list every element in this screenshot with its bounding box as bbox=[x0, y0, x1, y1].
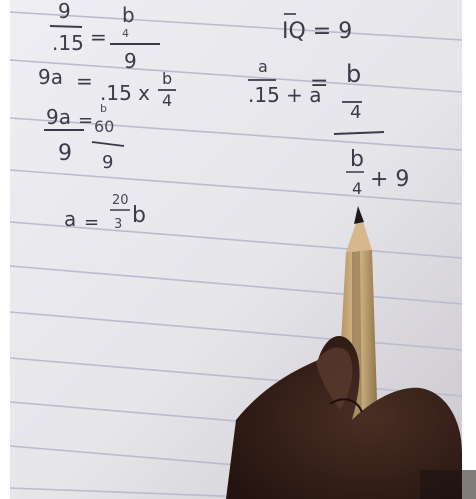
eq3-rnum-small: b bbox=[100, 102, 107, 115]
right-lnum: a bbox=[258, 57, 268, 76]
eq2-frac-den: 4 bbox=[162, 91, 172, 110]
eq3-right-bar bbox=[91, 141, 125, 147]
eq1-eq: = bbox=[90, 25, 107, 49]
right-rden-plus9: + 9 bbox=[370, 167, 409, 192]
thumb-highlight bbox=[316, 347, 353, 410]
eq1-rden-small: 4 bbox=[122, 27, 129, 40]
right-edge bbox=[462, 0, 476, 499]
right-rden-4: 4 bbox=[352, 179, 362, 198]
right-rnum-den: 4 bbox=[350, 102, 361, 123]
eq2-left: 9a bbox=[38, 65, 63, 89]
eq2-frac-num: b bbox=[162, 69, 172, 88]
pencil-sharpened-wood bbox=[346, 212, 372, 252]
eq1-top: 9 bbox=[58, 0, 71, 23]
hand-shape bbox=[226, 336, 462, 499]
handwritten-math-right: IQ = 9 a .15 + a = b 4 b 4 + 9 bbox=[248, 13, 409, 198]
eq3-num: 9a bbox=[46, 105, 71, 129]
eq4-frac-den: 3 bbox=[114, 217, 122, 232]
eq1-rden: 9 bbox=[124, 49, 137, 73]
eq2-eq: = bbox=[76, 69, 93, 93]
eq1-rnum: b bbox=[122, 3, 135, 27]
right-main-bar bbox=[333, 131, 385, 135]
right-eq: = bbox=[310, 71, 328, 96]
knuckle-line bbox=[329, 398, 363, 413]
eq4-eq: = bbox=[84, 212, 99, 233]
eq3-rnum: 60 bbox=[94, 117, 114, 136]
eq3-den: 9 bbox=[58, 141, 72, 166]
eq4-var: b bbox=[132, 203, 146, 228]
right-rden-b: b bbox=[350, 147, 364, 172]
eq1-left-bar bbox=[49, 25, 83, 28]
left-edge bbox=[0, 0, 10, 499]
right-top: IQ = 9 bbox=[282, 19, 352, 44]
eq4-left: a bbox=[64, 207, 76, 231]
eq1-bottom: .15 bbox=[52, 31, 84, 55]
right-rnum: b bbox=[346, 60, 361, 88]
eq4-frac-num: 20 bbox=[112, 193, 129, 208]
handwritten-math-left: 9 .15 = b 4 9 9a = .15 x b 4 9a 9 = b 60… bbox=[38, 0, 176, 233]
right-lden: .15 + a bbox=[248, 83, 322, 107]
corner-shadow bbox=[420, 470, 476, 499]
eq2-right: .15 x bbox=[100, 81, 150, 105]
pencil-lead bbox=[354, 206, 364, 224]
eq3-eq: = bbox=[78, 110, 93, 131]
eq3-rden: 9 bbox=[102, 152, 113, 173]
hand bbox=[226, 336, 462, 499]
